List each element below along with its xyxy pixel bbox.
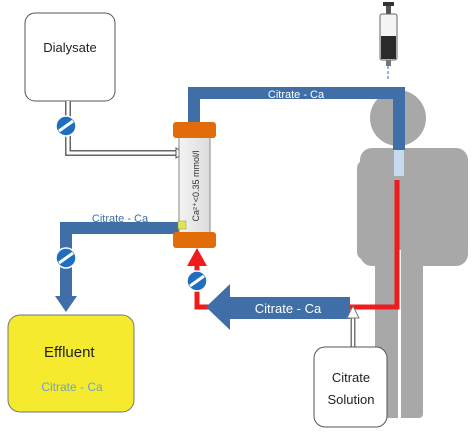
dialysate-bag: [24, 12, 116, 102]
citrate-solution-line2: Solution: [328, 392, 375, 407]
arterial-arrow: [187, 248, 207, 266]
syringe-icon: [379, 2, 398, 66]
dialysate-line: [65, 101, 176, 156]
citrate-infusion-arrow: [346, 304, 360, 319]
effluent-title: Effluent: [44, 344, 95, 361]
effluent-line: [60, 222, 185, 300]
citrate-solution-bag: [313, 346, 388, 428]
hemofilter: [173, 122, 216, 248]
venous-return-line: [188, 87, 405, 150]
filter-calcium-label: Ca²⁺<0.35 mmol/l: [191, 150, 201, 221]
effluent-arrow: [55, 296, 77, 312]
effluent-subtitle: Citrate - Ca: [41, 380, 103, 394]
citrate-solution-line1: Citrate: [332, 370, 370, 385]
dialysate-label: Dialysate: [43, 40, 96, 55]
effluent-line-label: Citrate - Ca: [92, 213, 149, 225]
roller-pump-icon[interactable]: [186, 270, 208, 292]
arterial-citrate-arrow: [206, 284, 350, 330]
roller-pump-icon[interactable]: [55, 115, 77, 137]
effluent-bag: [7, 314, 135, 413]
roller-pump-icon[interactable]: [55, 247, 77, 269]
venous-line-label: Citrate - Ca: [268, 89, 325, 101]
arterial-line-label: Citrate - Ca: [255, 301, 322, 316]
calcium-port: [177, 220, 187, 230]
